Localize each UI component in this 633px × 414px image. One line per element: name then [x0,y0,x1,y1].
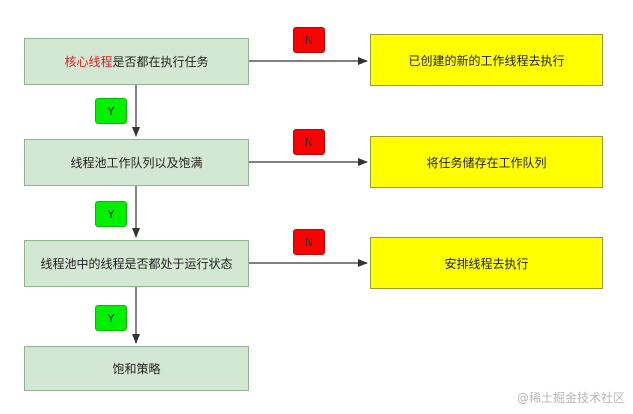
node-arrange-thread: 安排线程去执行 [370,237,603,289]
node-store-task: 将任务储存在工作队列 [370,136,603,188]
saturation-text: 饱和策略 [112,362,161,376]
watermark: @稀土掘金技术社区 [516,391,625,405]
pool-text: 线程池中的线程是否都处于运行状态 [40,257,233,271]
node-check-core-threads: 核心线程是否都在执行任务 [24,38,249,85]
arrange-thread-text: 安排线程去执行 [444,256,529,271]
yes-badge-1: Y [95,98,127,124]
create-thread-text: 已创建的新的工作线程去执行 [408,53,565,68]
core-threads-highlight: 核心线程 [64,55,113,69]
core-threads-text: 是否都在执行任务 [112,55,209,69]
node-saturation-policy: 饱和策略 [24,346,249,391]
node-create-thread: 已创建的新的工作线程去执行 [370,34,603,86]
yes-badge-3: Y [95,305,127,331]
yes-badge-2: Y [95,201,127,227]
no-badge-1: N [293,27,325,53]
node-check-pool: 线程池中的线程是否都处于运行状态 [24,240,249,287]
no-badge-3: N [293,229,325,255]
no-badge-2: N [293,129,325,155]
node-check-queue: 线程池工作队列以及饱满 [24,139,249,186]
queue-text: 线程池工作队列以及饱满 [70,156,203,170]
store-task-text: 将任务储存在工作队列 [426,155,547,170]
